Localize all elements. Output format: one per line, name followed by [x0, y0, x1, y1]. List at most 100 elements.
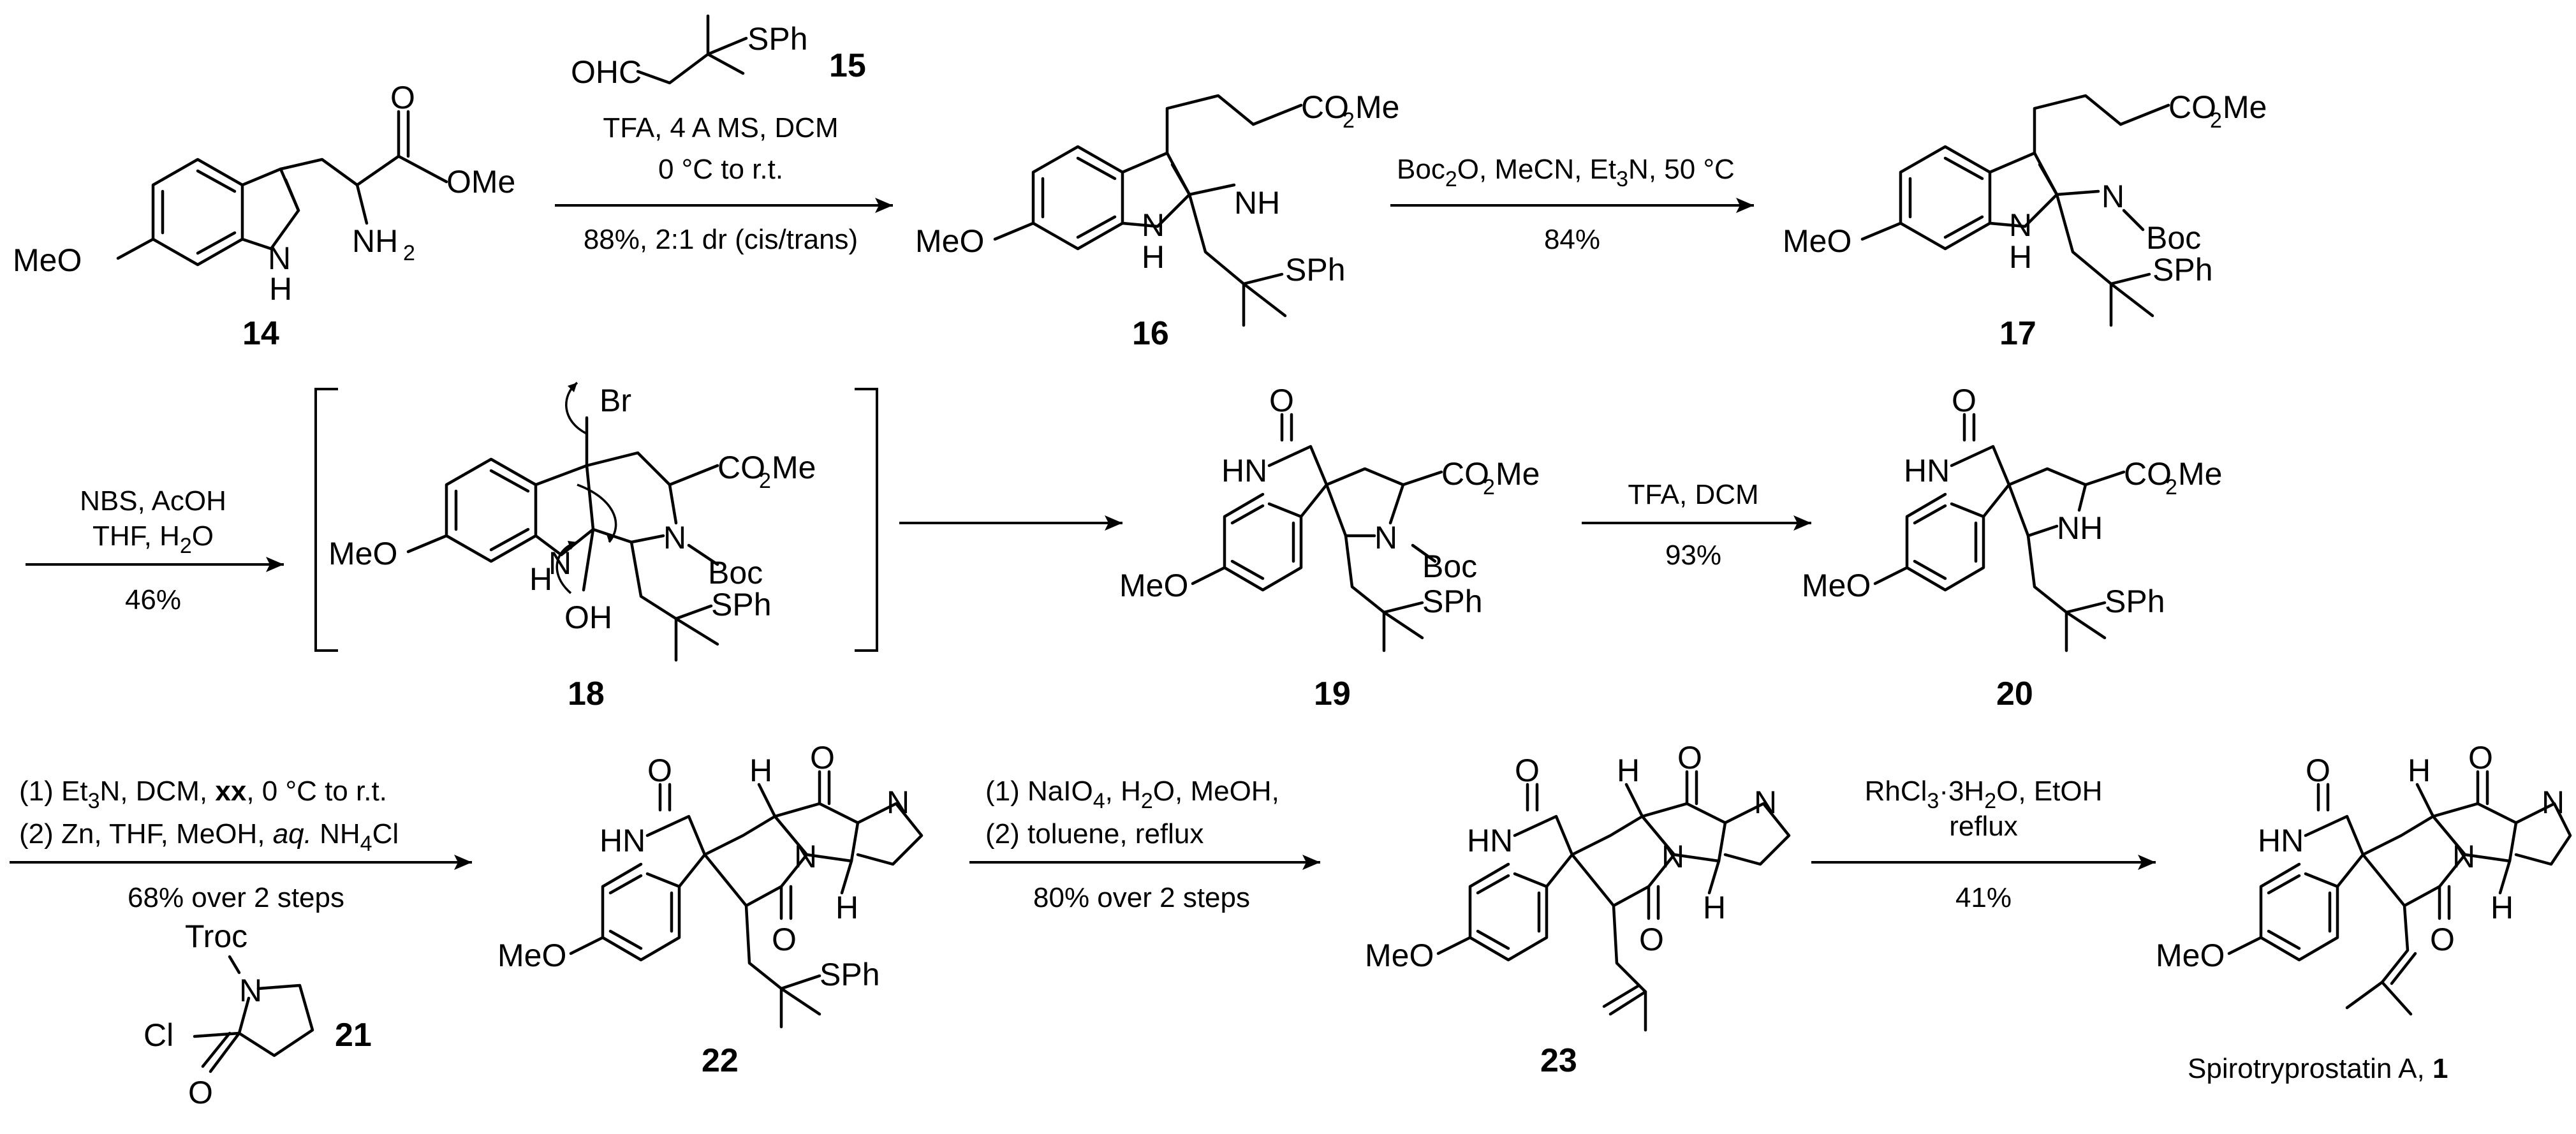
compound-label-21: 21 — [335, 1017, 372, 1054]
n-label: N — [1374, 520, 1397, 556]
ester-co-label: CO — [2124, 456, 2172, 492]
oxygen-label: O — [1952, 383, 1976, 418]
ester-subscript: 2 — [2210, 108, 2222, 133]
r8-condition-1: RhCl3·3H2O, EtOH — [1865, 776, 2103, 813]
methoxy-label: MeO — [497, 938, 566, 973]
pyrrolidine-n-label: N — [2542, 784, 2565, 820]
compound-label-18: 18 — [568, 675, 605, 712]
oxygen-label: O — [188, 1075, 213, 1110]
r3-condition-3: 46% — [125, 584, 181, 615]
chloride-label: Cl — [144, 1017, 173, 1053]
intermediate-18: Br MeO N H N Boc OH CO 2 Me SPh 18 — [314, 381, 878, 712]
methoxy-label: MeO — [2156, 938, 2225, 973]
ester-co-label: CO — [718, 450, 765, 485]
h-label: H — [269, 271, 292, 307]
r8-condition-2: reflux — [1949, 811, 2018, 842]
bromine-label: Br — [600, 383, 631, 418]
compound-19: O HN N Boc MeO CO 2 Me SPh 19 — [1119, 383, 1540, 712]
reagent-21: Troc N Cl O 21 — [144, 918, 372, 1110]
n-label: N — [548, 545, 571, 581]
oxygen-label-2: O — [2430, 922, 2455, 957]
lactam-nh-label: HN — [1221, 453, 1267, 489]
r5-condition-2: 93% — [1665, 540, 1721, 571]
lactam-nh-label: HN — [1467, 823, 1513, 858]
oxygen-label-2: O — [1639, 922, 1664, 957]
hydroxyl-label: OH — [564, 600, 612, 635]
ester-subscript: 2 — [1343, 108, 1355, 133]
methoxy-label: MeO — [1119, 568, 1188, 603]
h-label-2: H — [1703, 890, 1726, 925]
compound-23: O HN H O N N O H MeO 23 — [1365, 740, 1791, 1079]
r3-condition-1: NBS, AcOH — [80, 485, 226, 517]
oxygen-label: O — [390, 80, 415, 115]
methoxy-label: MeO — [1802, 568, 1871, 603]
ester-me-label: Me — [2223, 89, 2267, 125]
compound-label-16: 16 — [1132, 315, 1169, 352]
methoxy-label: MeO — [328, 536, 397, 571]
sph-label: SPh — [711, 587, 772, 622]
methoxy-label: MeO — [1783, 223, 1851, 259]
ester-co-label: CO — [1441, 456, 1489, 492]
r3-condition-2: THF, H2O — [92, 520, 214, 558]
r8-condition-3: 41% — [1955, 882, 2012, 913]
reagent-15: OHC SPh 15 — [571, 14, 866, 90]
compound-label-19: 19 — [1314, 675, 1351, 712]
indole-h-label: H — [2009, 239, 2032, 275]
ester-me-label: Me — [1355, 89, 1399, 125]
h-label: H — [1617, 753, 1640, 788]
nh-label: NH — [1234, 185, 1280, 221]
ome-label: OMe — [446, 164, 515, 200]
r6-condition-3: 68% over 2 steps — [128, 882, 344, 913]
h-label: H — [749, 753, 772, 788]
troc-label: Troc — [185, 918, 247, 954]
nh-label: NH — [2057, 510, 2103, 546]
carbamate-n-label: N — [663, 520, 686, 556]
reaction-step-7: (1) NaIO4, H2O, MeOH, (2) toluene, reflu… — [969, 776, 1320, 913]
methoxy-label: MeO — [1365, 938, 1434, 973]
ester-me-label: Me — [772, 450, 816, 485]
sph-label: SPh — [1422, 584, 1483, 619]
ester-co-label: CO — [2168, 89, 2216, 125]
h-label: H — [2408, 753, 2431, 788]
methoxy-label: MeO — [915, 223, 984, 259]
oxygen-label: O — [1269, 383, 1294, 418]
sph-label: SPh — [2153, 252, 2213, 288]
compound-label-15: 15 — [829, 47, 866, 84]
r2-condition-2: 84% — [1544, 224, 1600, 255]
r5-condition-1: TFA, DCM — [1628, 479, 1758, 510]
r7-condition-2: (2) toluene, reflux — [985, 818, 1203, 850]
n-label: N — [2101, 179, 2124, 214]
lactam-nh-label: HN — [600, 823, 645, 858]
r1-condition-2: 0 °C to r.t. — [658, 154, 783, 185]
lactam-oxygen-label: O — [647, 753, 672, 788]
lactam-nh-label: HN — [1904, 453, 1950, 489]
reaction-step-6: (1) Et3N, DCM, xx, 0 °C to r.t. (2) Zn, … — [10, 776, 472, 913]
lactam-oxygen-label: O — [2306, 753, 2330, 788]
ester-subscript: 2 — [2165, 475, 2177, 499]
lactam-oxygen-label: O — [1515, 753, 1540, 788]
oxygen-label-2: O — [772, 922, 797, 957]
compound-label-14: 14 — [242, 315, 279, 352]
compound-1-spirotryprostatin-a: O HN H O N N O H MeO Spirotryprostatin A… — [2156, 740, 2572, 1084]
final-product-label: Spirotryprostatin A, 1 — [2188, 1053, 2448, 1084]
compound-20: O HN NH MeO CO 2 Me SPh 20 — [1802, 383, 2222, 712]
compound-16: MeO N H NH CO 2 Me SPh 16 — [915, 89, 1399, 352]
indole-n-label: N — [1142, 207, 1165, 243]
amine-subscript: 2 — [403, 241, 415, 265]
sph-label: SPh — [1285, 252, 1346, 288]
n-label: N — [239, 973, 262, 1008]
dkp-n-label: N — [1661, 839, 1684, 874]
ohc-label: OHC — [571, 54, 642, 90]
reaction-step-3: NBS, AcOH THF, H2O 46% — [26, 485, 284, 615]
oxygen-label: O — [810, 740, 835, 776]
compound-22: O HN H O N N O H MeO SPh 22 — [497, 740, 924, 1079]
lactam-nh-label: HN — [2258, 823, 2304, 858]
r7-condition-3: 80% over 2 steps — [1033, 882, 1250, 913]
r1-condition-1: TFA, 4 A MS, DCM — [603, 112, 838, 144]
h-label-2: H — [2491, 890, 2513, 925]
compound-17: MeO N H N Boc CO 2 Me SPh 17 — [1783, 89, 2267, 352]
r6-condition-1: (1) Et3N, DCM, xx, 0 °C to r.t. — [19, 776, 387, 813]
compound-label-23: 23 — [1540, 1042, 1577, 1079]
compound-label-22: 22 — [702, 1042, 739, 1079]
